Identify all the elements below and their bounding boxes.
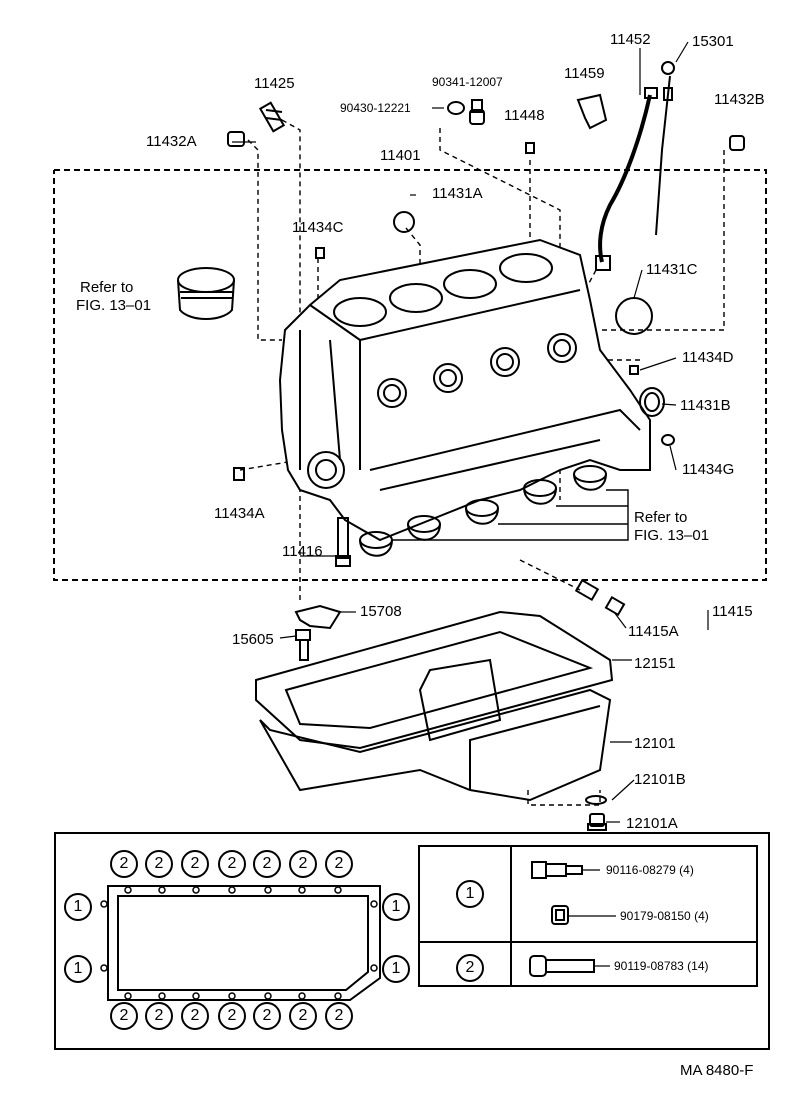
- bolt-mark-2: 2: [289, 1002, 317, 1030]
- oil-pan-gasket: [255, 610, 614, 750]
- bolt-mark-2: 2: [253, 1002, 281, 1030]
- cylinder-block: [278, 238, 651, 542]
- bolt-icon-c: [529, 955, 610, 977]
- part-label-15605: 15605: [232, 631, 274, 648]
- bolt-mark-2: 2: [181, 850, 209, 878]
- bolt-mark-2: 2: [145, 1002, 173, 1030]
- stud-bolt: [258, 101, 286, 133]
- gasket-bolt-map: [107, 885, 381, 1001]
- bolt-mark-2: 2: [110, 850, 138, 878]
- part-label-90341-12007: 90341-12007: [432, 75, 503, 89]
- part-label-11448: 11448: [504, 107, 545, 124]
- part-label-11415: 11415: [712, 603, 753, 620]
- bolt-part-90179-08150: 90179-08150 (4): [620, 909, 709, 923]
- part-label-12151: 12151: [634, 655, 676, 672]
- bolt-mark-2: 2: [218, 1002, 246, 1030]
- table-mark-2: 2: [456, 954, 484, 982]
- union-11415: [574, 578, 626, 617]
- table-mark-1: 1: [456, 880, 484, 908]
- part-label-12101a: 12101A: [626, 815, 678, 832]
- part-label-11434g: 11434G: [682, 461, 735, 478]
- bolt-legend-panel: [54, 832, 770, 1050]
- piston-reference-line1: Refer to: [80, 279, 134, 296]
- bolt-mark-2: 2: [325, 850, 353, 878]
- bolt-mark-2: 2: [325, 1002, 353, 1030]
- part-label-11452: 11452: [610, 31, 651, 48]
- bolt-mark-1: 1: [64, 893, 92, 921]
- part-label-11434c: 11434C: [292, 219, 344, 236]
- bolt-spec-row-1: [420, 847, 756, 943]
- part-label-11416: 11416: [282, 543, 323, 560]
- piston: [177, 267, 235, 320]
- bolt-mark-2: 2: [218, 850, 246, 878]
- oil-jet-bolt: [335, 517, 351, 567]
- bolt-spec-table: [418, 845, 758, 987]
- pin-11448: [525, 142, 535, 154]
- bolt-mark-2: 2: [181, 1002, 209, 1030]
- dipstick-guide: [595, 87, 658, 271]
- part-label-11415a: 11415A: [628, 623, 679, 640]
- table-divider: [510, 847, 512, 985]
- part-label-11434a: 11434A: [214, 505, 265, 522]
- part-label-11431b: 11431B: [680, 397, 731, 414]
- bolt-mark-2: 2: [110, 1002, 138, 1030]
- bearing-reference-line2: FIG. 13–01: [634, 527, 710, 544]
- drain-plug: [585, 795, 607, 831]
- part-label-15301: 15301: [692, 33, 734, 50]
- part-label-12101: 12101: [634, 735, 676, 752]
- plug-11432b: [729, 135, 745, 151]
- bracket-15708: [294, 604, 342, 630]
- oil-pan: [259, 658, 612, 802]
- bolt-mark-1: 1: [64, 955, 92, 983]
- plug-and-washer: [447, 99, 485, 125]
- bolt-mark-1: 1: [382, 893, 410, 921]
- bolt-mark-1: 1: [382, 955, 410, 983]
- bolt-part-90116-08279: 90116-08279 (4): [606, 863, 694, 877]
- bolt-icon-a: [531, 861, 600, 879]
- piston-reference-line2: FIG. 13–01: [76, 297, 152, 314]
- plug-11432a: [227, 131, 245, 147]
- figure-code: MA 8480-F: [680, 1062, 754, 1079]
- bolt-icon-b: [551, 905, 616, 925]
- part-label-11431c: 11431C: [646, 261, 698, 278]
- assembly-frame: [53, 169, 767, 581]
- dipstick: [655, 61, 675, 236]
- part-label-11425: 11425: [254, 75, 295, 92]
- bolt-mark-2: 2: [253, 850, 281, 878]
- part-label-11434d: 11434D: [682, 349, 734, 366]
- bearing-reference-line1: Refer to: [634, 509, 688, 526]
- part-label-11431a: 11431A: [432, 185, 483, 202]
- bolt-mark-2: 2: [145, 850, 173, 878]
- stud-15605: [295, 629, 311, 661]
- part-label-11432a: 11432A: [146, 133, 197, 150]
- part-label-11459: 11459: [564, 65, 605, 82]
- part-label-11432b: 11432B: [714, 91, 765, 108]
- bolt-part-90119-08783: 90119-08783 (14): [614, 959, 709, 973]
- bolt-mark-2: 2: [289, 850, 317, 878]
- main-bearings: [359, 465, 629, 557]
- part-label-12101b: 12101B: [634, 771, 686, 788]
- part-label-11401: 11401: [380, 147, 421, 164]
- sensor: [576, 93, 608, 130]
- part-label-90430-12221: 90430-12221: [340, 101, 411, 115]
- part-label-15708: 15708: [360, 603, 402, 620]
